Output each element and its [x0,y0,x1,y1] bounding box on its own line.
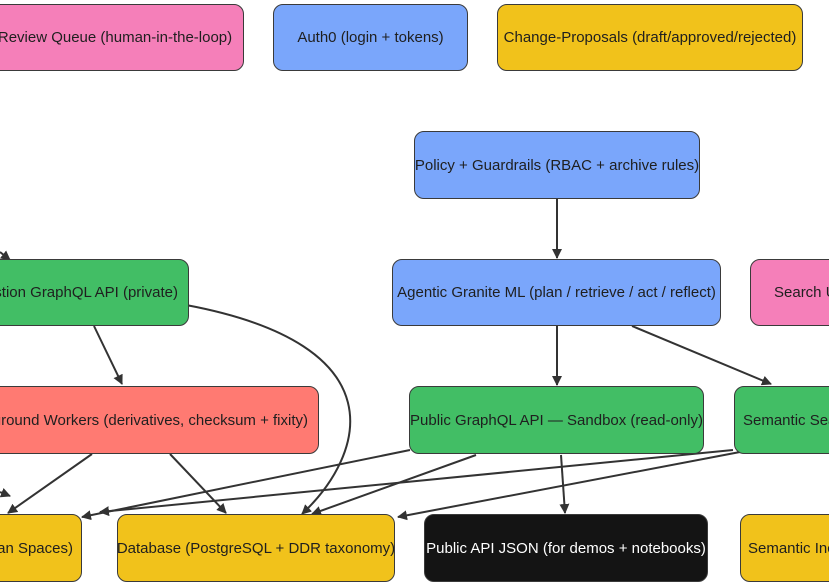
edge-sandbox-to-database [311,454,477,516]
public-api-json-label: Public API JSON (for demos + notebooks) [426,539,706,557]
public-api-json-node[interactable]: Public API JSON (for demos + notebooks) [424,514,708,582]
database-node[interactable]: Database (PostgreSQL + DDR taxonomy) [117,514,395,582]
agentic-granite-ml-node[interactable]: Agentic Granite ML (plan / retrieve / ac… [392,259,721,326]
review-queue-node[interactable]: Review Queue (human-in-the-loop) [0,4,244,71]
edge-semantic-search-to-database [397,451,741,521]
search-ui-node[interactable]: Search U [750,259,829,326]
edge-workers-to-database [169,453,227,514]
change-proposals-label: Change-Proposals (draft/approved/rejecte… [503,29,797,46]
semantic-search-label: Semantic Sea [743,411,829,429]
public-graphql-sandbox-label: Public GraphQL API — Sandbox (read-only) [410,411,703,429]
spaces-storage-label: ean Spaces) [0,539,73,557]
agentic-granite-ml-label: Agentic Granite ML (plan / retrieve / ac… [397,284,716,301]
search-ui-label: Search U [774,284,829,301]
database-label: Database (PostgreSQL + DDR taxonomy) [117,539,395,557]
edge-semantic-search-to-spaces [99,449,734,517]
public-graphql-sandbox-node[interactable]: Public GraphQL API — Sandbox (read-only) [409,386,704,454]
policy-guardrails-node[interactable]: Policy + Guardrails (RBAC + archive rule… [414,131,700,199]
spaces-storage-node[interactable]: ean Spaces) [0,514,82,582]
policy-guardrails-label: Policy + Guardrails (RBAC + archive rule… [414,156,700,174]
edge-offscreen-to-spaces [0,488,11,498]
edge-offscreen-to-ingestion [0,250,11,261]
review-queue-label: Review Queue (human-in-the-loop) [0,29,233,46]
ingestion-graphql-api-label: estion GraphQL API (private) [0,284,178,301]
ingestion-graphql-api-node[interactable]: estion GraphQL API (private) [0,259,189,326]
semantic-index-node[interactable]: Semantic Inc [740,514,829,582]
semantic-index-label: Semantic Inc [748,539,829,557]
change-proposals-node[interactable]: Change-Proposals (draft/approved/rejecte… [497,4,803,71]
semantic-search-node[interactable]: Semantic Sea [734,386,829,454]
edge-ingestion-to-database [185,304,352,515]
edge-sandbox-to-spaces [81,449,411,521]
auth0-node[interactable]: Auth0 (login + tokens) [273,4,468,71]
background-workers-label: kground Workers (derivatives, checksum +… [0,411,308,429]
edge-sandbox-to-public-api-json [559,454,570,514]
edge-workers-to-spaces [7,453,93,514]
edge-ingestion-to-workers [93,325,123,385]
auth0-label: Auth0 (login + tokens) [297,29,444,46]
edge-agentic-to-semantic-search [631,325,772,386]
background-workers-node[interactable]: kground Workers (derivatives, checksum +… [0,386,319,454]
